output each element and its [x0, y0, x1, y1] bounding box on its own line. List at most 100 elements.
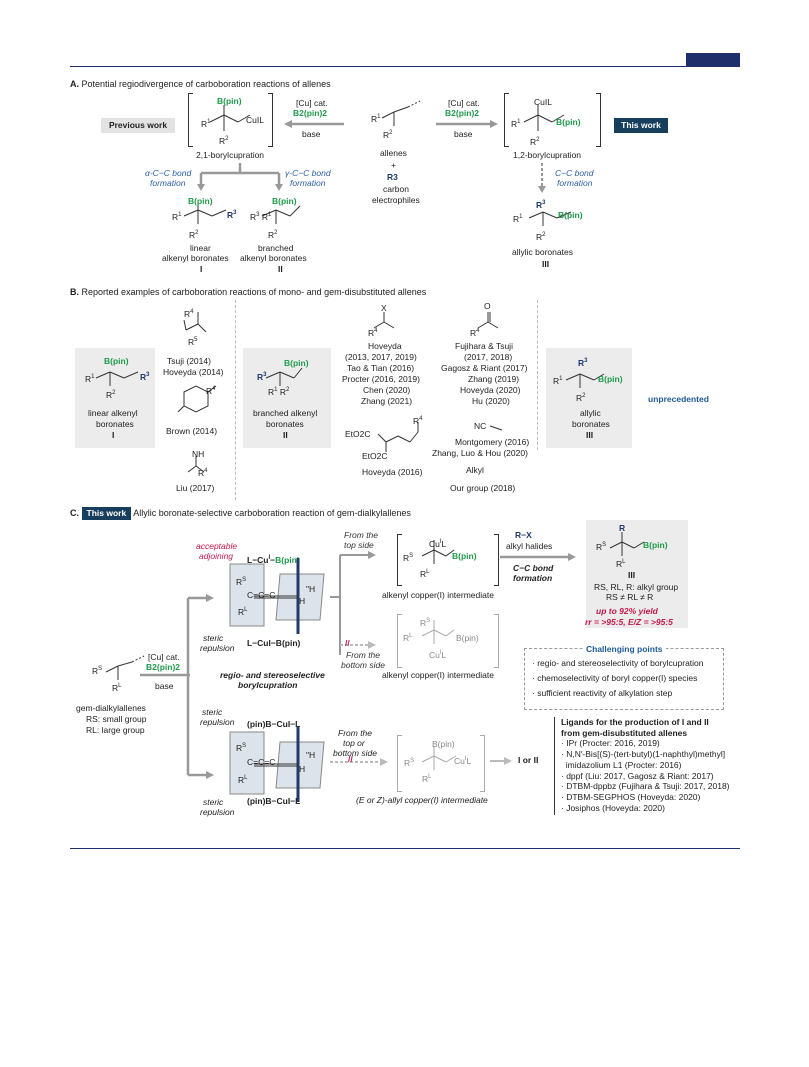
- h-label: "H: [306, 750, 316, 760]
- cul-label: CuIL: [429, 649, 447, 660]
- cond-base: base: [155, 681, 174, 691]
- challenging-title: Challenging points: [583, 644, 666, 655]
- r4-label: R4: [206, 385, 216, 396]
- ligand-item: · Josiphos (Hoveyda: 2020): [561, 802, 665, 813]
- product-i-number: I: [200, 264, 203, 274]
- start-label: RS: small group: [86, 714, 147, 724]
- bracket: [494, 534, 499, 586]
- steric-label: steric: [203, 797, 224, 807]
- bpin-label: B(pin): [456, 633, 479, 643]
- dialkylallene-structure: [105, 655, 145, 680]
- lower-ts-drawing: [229, 726, 325, 802]
- ligand-item: · N,N′-Bis[(S)-(tert-butyl)(1-naphthyl)m…: [561, 749, 726, 760]
- cond-reagent: B2(pin)2: [146, 662, 180, 672]
- r1-label: R1: [553, 375, 563, 386]
- arrow-right: [500, 553, 576, 561]
- product-desc: RS, RL, R: alkyl group: [594, 582, 679, 592]
- panel-iii-structure: [565, 373, 605, 388]
- branch-arrows-c: [140, 594, 214, 779]
- allyl-copper-structure: [421, 746, 457, 770]
- bpin-label: B(pin): [556, 117, 581, 127]
- rs-label: RS: [236, 742, 247, 753]
- c-label: C=C=C: [247, 757, 276, 767]
- ref-text: Tao & Tian (2016): [347, 363, 415, 373]
- rs-label: RS: [92, 665, 103, 676]
- electrophiles-label: electrophiles: [372, 195, 420, 205]
- ref-text: Hu (2020): [472, 396, 510, 406]
- product-iii-structure-c: [609, 532, 645, 556]
- product-i-structure: [183, 202, 227, 224]
- r1-label: R1: [513, 213, 523, 224]
- bpin-label: B(pin): [188, 196, 213, 206]
- bpin-label: B(pin): [272, 196, 297, 206]
- r2-label: R2: [268, 229, 278, 240]
- intermediate-label: alkenyl copper(I) intermediate: [382, 670, 494, 680]
- ref-text: Zhang (2021): [361, 396, 413, 406]
- i-or-ii-label: I or II: [518, 755, 539, 765]
- cc-label: C−C bond: [513, 563, 554, 573]
- rs-label: RS: [403, 552, 414, 563]
- branch-arrows: [197, 163, 283, 191]
- rl-label: RL: [112, 682, 122, 693]
- panel-i-label: linear alkenyl: [88, 408, 138, 418]
- cond-base: base: [302, 129, 321, 139]
- product-ii-label: branched: [258, 243, 294, 253]
- intermediate-1-structure: [421, 540, 455, 564]
- header-rule: [70, 66, 740, 67]
- nc-label: NC: [474, 421, 487, 431]
- panel-iii: [546, 348, 632, 448]
- bracket: [188, 93, 193, 147]
- ref-text: (2013, 2017, 2019): [345, 352, 417, 362]
- bpin-label: B(pin): [598, 374, 623, 384]
- from-label: bottom side: [333, 748, 377, 758]
- steric-label: repulsion: [200, 807, 235, 817]
- bracket: [397, 534, 402, 586]
- arrow-right: [436, 120, 498, 128]
- yield-label: up to 92% yield: [596, 606, 658, 616]
- intermediate-2-structure: [421, 620, 455, 644]
- r1-label: R1: [201, 118, 211, 129]
- r3-label: R3: [578, 357, 588, 368]
- alpha-formation: α-C−C bond: [145, 168, 192, 178]
- alkyl-label: Alkyl: [466, 465, 484, 475]
- h-label: "H: [306, 584, 316, 594]
- section-a-title: A. Potential regiodivergence of carbobor…: [70, 79, 331, 89]
- r5-label: R5: [188, 336, 198, 347]
- plus-label: +: [391, 160, 396, 170]
- bracket: [504, 93, 509, 147]
- cc-formation: formation: [557, 178, 593, 188]
- carbon-label: carbon: [383, 184, 409, 194]
- ligand-item: · dppf (Liu: 2017, Gagosz & Riant: 2017): [561, 770, 714, 781]
- rx-label: R−X: [515, 530, 532, 540]
- cul-label: CuIL: [429, 538, 447, 549]
- panel-iii-label: allylic: [580, 408, 601, 418]
- panel-ii-number: II: [283, 430, 288, 440]
- previous-work-badge: Previous work: [101, 118, 175, 133]
- rl-label: RL: [238, 606, 248, 617]
- lcub-label: L−CuI−B(pin): [247, 554, 300, 565]
- arrow-right: [490, 757, 512, 765]
- start-label: RL: large group: [86, 725, 145, 735]
- ligands-title: Ligands for the production of I and II: [561, 717, 709, 727]
- r1r2-label: R1 R2: [268, 386, 290, 397]
- blocked-mark: //: [345, 638, 350, 648]
- h-label: H: [299, 596, 306, 606]
- h-label: H: [299, 764, 306, 774]
- cul-label: CuIL: [534, 97, 552, 107]
- x-label: X: [381, 303, 387, 313]
- rl-label: RL: [238, 774, 248, 785]
- dashed-arrow-right: [330, 758, 388, 766]
- r1-label: R1: [172, 211, 182, 222]
- r3-label: R3: [257, 371, 267, 382]
- regio-label: regio- and stereoselective: [220, 670, 325, 680]
- divider: [235, 300, 236, 500]
- ref-text: Hoveyda (2016): [362, 467, 423, 477]
- allenes-label: allenes: [380, 148, 407, 158]
- r2-label: R2: [189, 229, 199, 240]
- steric-label: steric: [203, 633, 224, 643]
- start-label: gem-dialkylallenes: [76, 703, 146, 713]
- from-bottom-label: bottom side: [341, 660, 385, 670]
- challenging-item: · chemoselectivity of boryl copper(I) sp…: [532, 673, 698, 683]
- product-i-label: linear: [190, 243, 211, 253]
- product-ii-number: II: [278, 264, 283, 274]
